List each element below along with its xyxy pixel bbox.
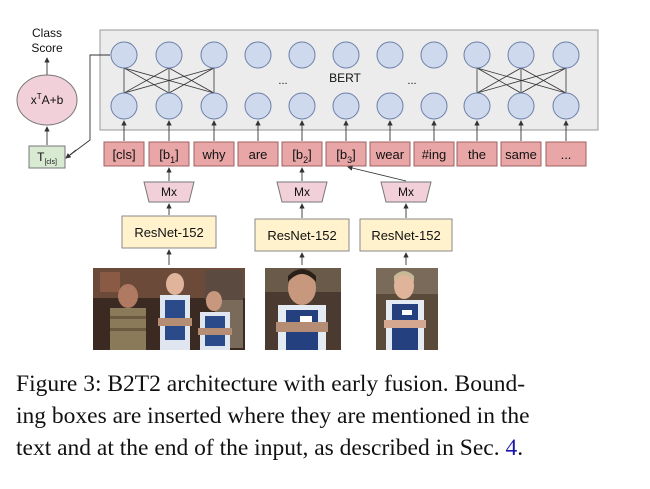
crop-photo-b3 (376, 268, 438, 350)
input-token-label: #ing (422, 147, 447, 162)
input-token: the (456, 120, 498, 167)
cls-output-label: T[cls] (37, 150, 57, 166)
cls-output-box (28, 145, 66, 169)
architecture-diagram: BERT ... ... [cls] [b1] why are [b2] [b3] wear… (16, 26, 599, 350)
bert-bottom-node (110, 92, 138, 120)
bert-top-node (288, 41, 316, 69)
input-token-label: [b2] (292, 147, 311, 165)
ellipsis-label-left: ... (278, 75, 287, 87)
input-token: [b1] (148, 120, 190, 167)
input-token-label: ... (561, 147, 572, 162)
input-token-label: [cls] (112, 147, 135, 162)
figure-caption: Figure 3: B2T2 architecture with early f… (16, 368, 636, 464)
resnet-block-1: ResNet-152 (121, 215, 217, 249)
input-token-label: the (468, 147, 486, 162)
bert-bottom-node (155, 92, 183, 120)
input-token: [cls] (103, 120, 145, 167)
input-token-label: same (505, 147, 537, 162)
linear-layer-node (16, 74, 78, 126)
resnet-block-2: ResNet-152 (254, 218, 350, 252)
ellipsis-label-right: ... (407, 75, 416, 87)
input-token: same (500, 120, 542, 167)
bert-top-layer (110, 41, 580, 69)
mx-block-3: Mx (380, 181, 432, 203)
section-reference-link[interactable]: 4 (505, 435, 518, 461)
bert-bottom-node (244, 92, 272, 120)
input-token-label: [b1] (159, 147, 178, 165)
caption-line-3-text: text and at the end of the input, as des… (16, 435, 506, 461)
class-score-label-line1: Class (32, 26, 62, 40)
mx-block-2: Mx (276, 181, 328, 203)
attention-edges-left (123, 67, 215, 94)
svg-text:ResNet-152: ResNet-152 (134, 225, 203, 240)
bert-bottom-node (200, 92, 228, 120)
bert-top-node (552, 41, 580, 69)
bert-top-node (155, 41, 183, 69)
caption-line-3-end: . (517, 435, 524, 461)
svg-text:Mx: Mx (294, 185, 310, 199)
caption-line-3: text and at the end of the input, as des… (16, 432, 636, 464)
caption-line-1: Figure 3: B2T2 architecture with early f… (16, 371, 526, 397)
input-token: wear (369, 120, 411, 167)
bert-top-node (507, 41, 535, 69)
input-token: #ing (413, 120, 455, 167)
full-scene-photo (93, 268, 245, 350)
resnet-block-3: ResNet-152 (359, 218, 453, 252)
linear-layer-label: xTA+b (31, 92, 64, 107)
input-token: are (237, 120, 279, 167)
bert-top-node (463, 41, 491, 69)
input-token-label: [b3] (336, 147, 355, 165)
bert-bottom-layer (110, 92, 580, 120)
bert-label: BERT (329, 71, 361, 85)
crop-photo-b2 (265, 268, 341, 350)
bert-bottom-node (463, 92, 491, 120)
bert-bottom-node (288, 92, 316, 120)
input-token-label: are (249, 147, 268, 162)
bert-top-node (200, 41, 228, 69)
input-token: [b2] (281, 120, 323, 167)
input-token-label: why (201, 147, 226, 162)
svg-text:Mx: Mx (398, 185, 414, 199)
input-token: [b3] (325, 120, 367, 167)
bert-bottom-node (420, 92, 448, 120)
bert-bottom-node (552, 92, 580, 120)
mx-block-1: Mx (143, 181, 195, 203)
bert-top-node (244, 41, 272, 69)
bert-bottom-node (507, 92, 535, 120)
svg-text:ResNet-152: ResNet-152 (267, 228, 336, 243)
bert-top-node (376, 41, 404, 69)
bert-top-node (110, 41, 138, 69)
caption-line-2: ing boxes are inserted where they are me… (16, 403, 530, 429)
class-score-label-line2: Score (31, 41, 63, 55)
input-token: why (193, 120, 235, 167)
input-token-label: wear (375, 147, 405, 162)
bert-bottom-node (332, 92, 360, 120)
attention-edges-right (476, 67, 567, 94)
bert-top-node (332, 41, 360, 69)
svg-text:Mx: Mx (161, 185, 177, 199)
input-token-row: [cls] [b1] why are [b2] [b3] wear #ing the same..… (103, 120, 587, 167)
svg-text:ResNet-152: ResNet-152 (371, 228, 440, 243)
bert-top-node (420, 41, 448, 69)
bert-bottom-node (376, 92, 404, 120)
input-token: ... (545, 120, 587, 167)
